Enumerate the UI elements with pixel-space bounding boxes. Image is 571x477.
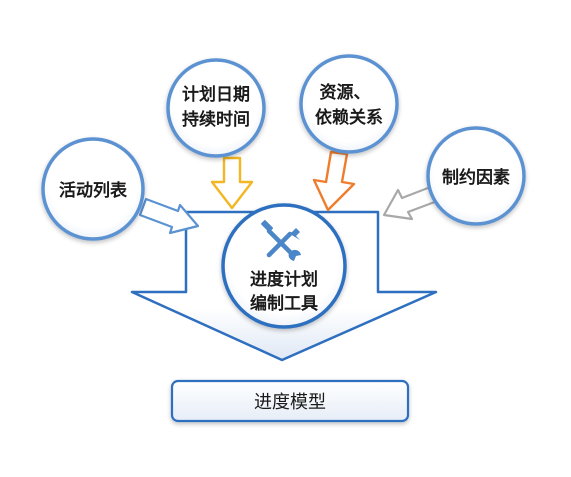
input-node-schedule [166, 58, 266, 158]
output-label: 进度模型 [254, 392, 326, 413]
input-label-resources-1: 资源、 [320, 82, 371, 103]
tool-label-2: 编制工具 [250, 293, 318, 314]
tool-label-1: 进度计划 [250, 269, 318, 290]
input-label-schedule-1: 计划日期 [182, 84, 250, 105]
input-node-constraints [426, 126, 526, 226]
tool-node [221, 203, 347, 329]
arrow-resources-in [312, 150, 356, 212]
arrow-schedule-in [210, 156, 254, 210]
input-label-activity-1: 活动列表 [59, 180, 128, 201]
input-node-activity [41, 137, 145, 241]
input-label-constraints-1: 制约因素 [442, 167, 510, 188]
tools-icon [261, 220, 301, 261]
input-node-resources [299, 54, 399, 154]
arrow-activity-in [138, 197, 200, 235]
input-label-schedule-2: 持续时间 [182, 109, 250, 130]
output-box [170, 379, 410, 423]
input-label-resources-2: 依赖关系 [315, 107, 383, 128]
